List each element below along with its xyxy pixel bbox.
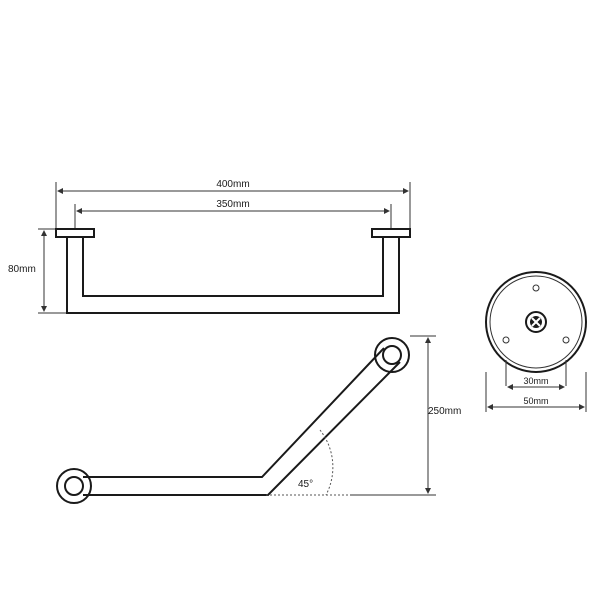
left-flange [55, 228, 95, 238]
dim-projection-label: 80mm [8, 264, 36, 275]
top-view: 400mm 350mm 80mm [8, 179, 411, 314]
flange-inner-rim [489, 275, 583, 369]
bar-outline [66, 237, 400, 314]
right-flange [371, 228, 411, 238]
right-round-flange-inner [382, 345, 402, 365]
dim-overall-length-label: 400mm [216, 179, 249, 190]
dim-centers-length-label: 350mm [216, 199, 249, 210]
dim-outer-diameter-label: 50mm [523, 396, 548, 406]
dim-height-label: 250mm [428, 406, 461, 417]
left-round-flange [56, 468, 92, 504]
screw-hole-right [562, 336, 570, 344]
screw-hole-top [532, 284, 540, 292]
angled-view: 45° 250mm [56, 335, 461, 504]
flange-outer-circle [485, 271, 587, 373]
screw-hole-left [502, 336, 510, 344]
left-round-flange-inner [64, 476, 84, 496]
central-screw [525, 311, 547, 333]
dim-inner-diameter-label: 30mm [523, 376, 548, 386]
flange-detail: 30mm 50mm [485, 271, 587, 412]
angle-arc [319, 429, 334, 496]
cross-icon [531, 317, 541, 327]
angle-label: 45° [298, 479, 313, 490]
angled-bar-upper-edge [83, 347, 385, 478]
right-round-flange [374, 337, 410, 373]
